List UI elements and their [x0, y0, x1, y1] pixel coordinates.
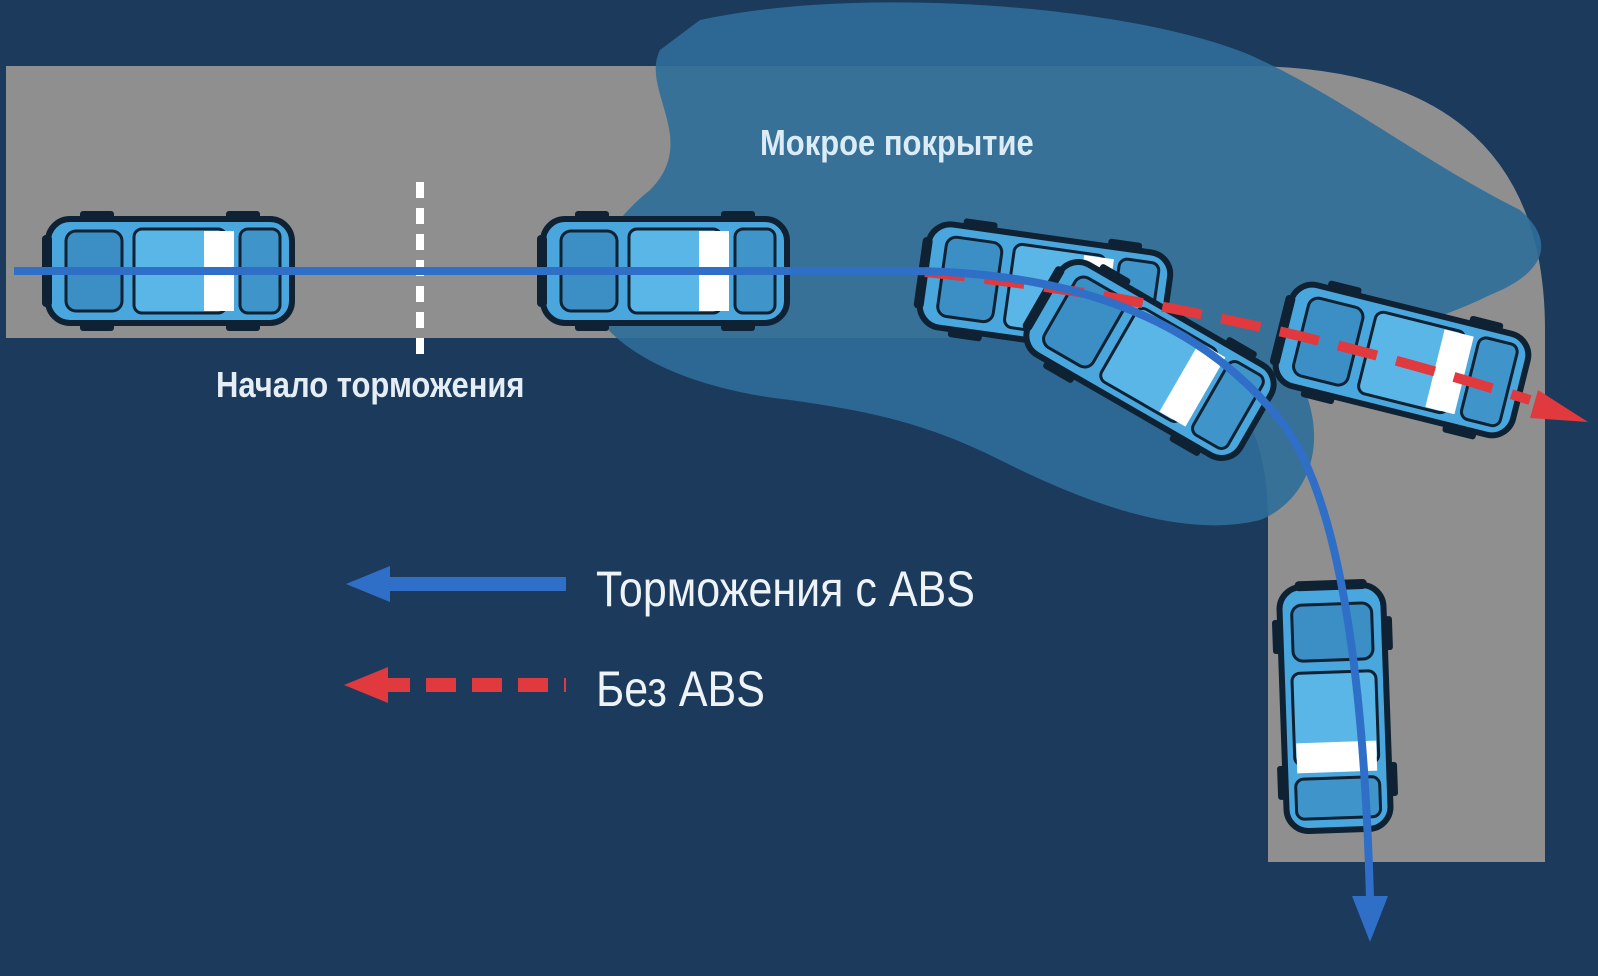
- legend-with-abs-label: Торможения с ABS: [596, 561, 975, 617]
- legend-noabs-arrowhead: [344, 667, 388, 703]
- no-abs-arrowhead: [1530, 390, 1588, 422]
- wet-surface-label: Мокрое покрытие: [760, 122, 1034, 163]
- abs-arrowhead: [1352, 896, 1388, 942]
- car-6: [1271, 578, 1400, 832]
- braking-start-label: Начало торможения: [216, 364, 525, 405]
- abs-path: [14, 266, 1374, 901]
- legend-without-abs-label: Без ABS: [596, 661, 765, 717]
- legend-abs-arrowhead: [346, 566, 390, 602]
